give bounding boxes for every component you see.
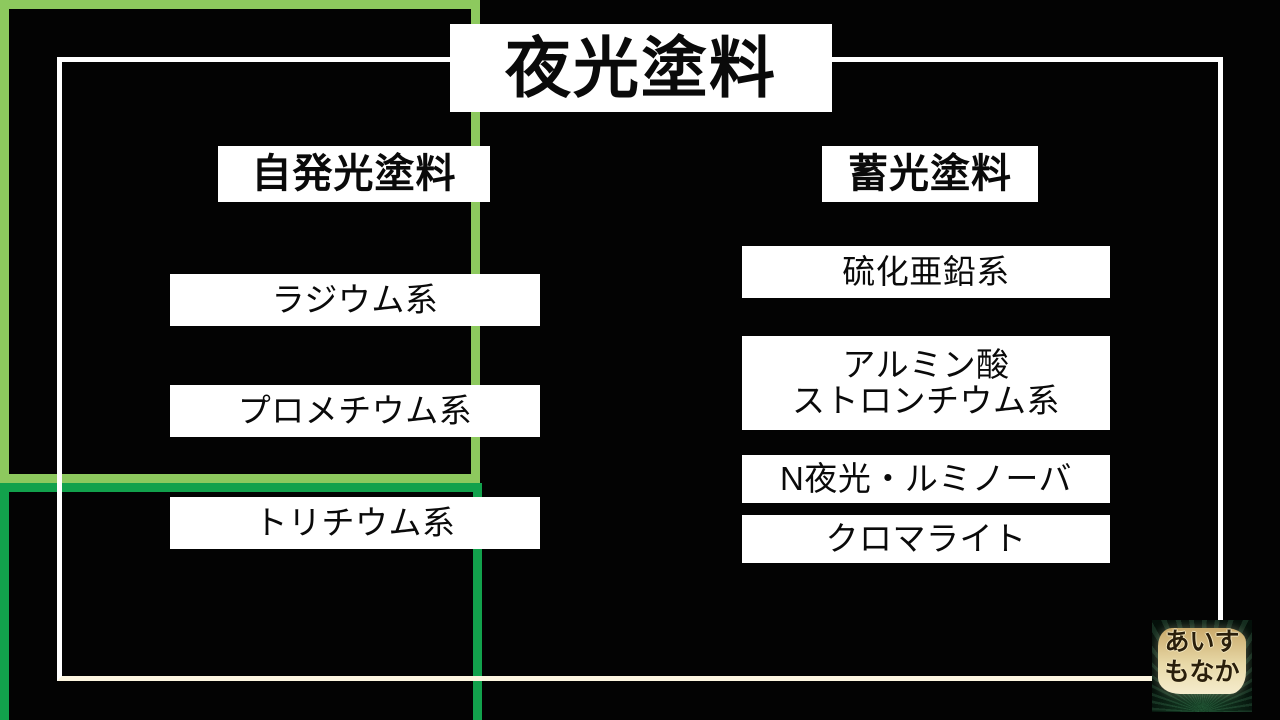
list-item-label: プロメチウム系 [237,392,473,430]
group-header-phosphorescent: 蓄光塗料 [822,146,1038,202]
group-frame-self-luminous [0,0,480,483]
watermark-text: あいす もなか [1152,628,1252,687]
list-item: プロメチウム系 [170,385,540,437]
group-frame-phosphorescent [0,483,482,720]
list-item-label: 硫化亜鉛系 [842,253,1010,291]
list-item: クロマライト [742,515,1110,563]
list-item-label: クロマライト [825,520,1027,558]
slide-title: 夜光塗料 [505,31,777,105]
list-item: トリチウム系 [170,497,540,549]
list-item: 硫化亜鉛系 [742,246,1110,298]
group-header-label: 自発光塗料 [251,152,457,196]
list-item: アルミン酸 ストロンチウム系 [742,336,1110,430]
slide-title-plate: 夜光塗料 [450,24,832,112]
watermark-plate-shape [1158,628,1246,694]
list-item-label: アルミン酸 ストロンチウム系 [792,346,1060,419]
group-header-label: 蓄光塗料 [848,152,1012,196]
watermark-line-1: あいす [1164,628,1240,656]
list-item-label: トリチウム系 [254,504,456,542]
list-item-label: N夜光・ルミノーバ [779,460,1072,498]
list-item-label: ラジウム系 [271,281,439,319]
channel-watermark-logo: あいす もなか [1152,620,1252,712]
list-item: ラジウム系 [170,274,540,326]
list-item: N夜光・ルミノーバ [742,455,1110,503]
watermark-line-2: もなか [1164,657,1240,686]
group-header-self-luminous: 自発光塗料 [218,146,490,202]
